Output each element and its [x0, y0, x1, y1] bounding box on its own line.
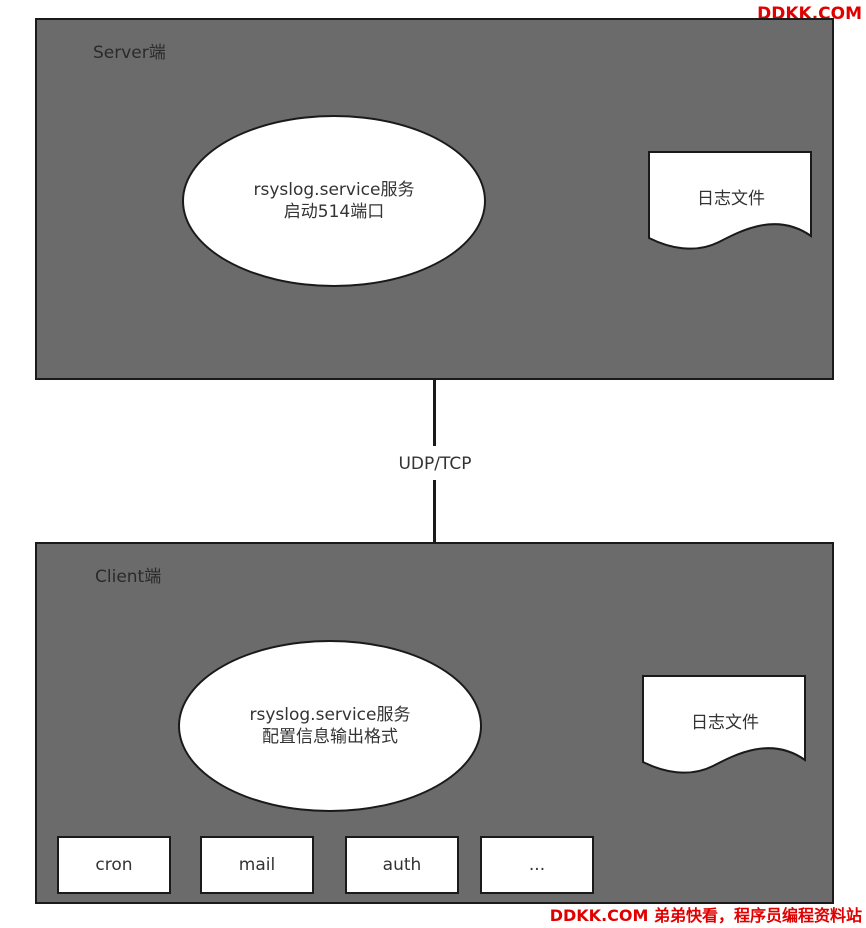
server-box: Server端 rsyslog.service服务 启动514端口 日志文件 [35, 18, 834, 380]
server-service-node: rsyslog.service服务 启动514端口 [182, 115, 486, 287]
connector-bottom-line [433, 480, 436, 544]
source-cron: cron [57, 836, 171, 894]
client-box: Client端 rsyslog.service服务 配置信息输出格式 日志文件 … [35, 542, 834, 904]
connector-top-line [433, 380, 436, 446]
source-auth: auth [345, 836, 459, 894]
source-mail: mail [200, 836, 314, 894]
protocol-label: UDP/TCP [380, 452, 490, 476]
client-title: Client端 [95, 567, 162, 587]
client-service-line1: rsyslog.service服务 [249, 705, 411, 725]
client-log-file: 日志文件 [641, 674, 809, 774]
server-title: Server端 [93, 43, 166, 63]
client-service-line2: 配置信息输出格式 [262, 727, 398, 747]
source-more: ... [480, 836, 594, 894]
client-log-file-label: 日志文件 [691, 713, 759, 733]
watermark-bottom: DDKK.COM 弟弟快看，程序员编程资料站 [549, 906, 862, 925]
server-service-line2: 启动514端口 [283, 202, 385, 222]
server-log-file-shape [648, 151, 812, 250]
server-service-line1: rsyslog.service服务 [253, 180, 415, 200]
client-log-file-shape [642, 675, 806, 774]
server-log-file-label: 日志文件 [697, 189, 765, 209]
server-log-file: 日志文件 [647, 150, 815, 250]
client-service-node: rsyslog.service服务 配置信息输出格式 [178, 640, 482, 812]
